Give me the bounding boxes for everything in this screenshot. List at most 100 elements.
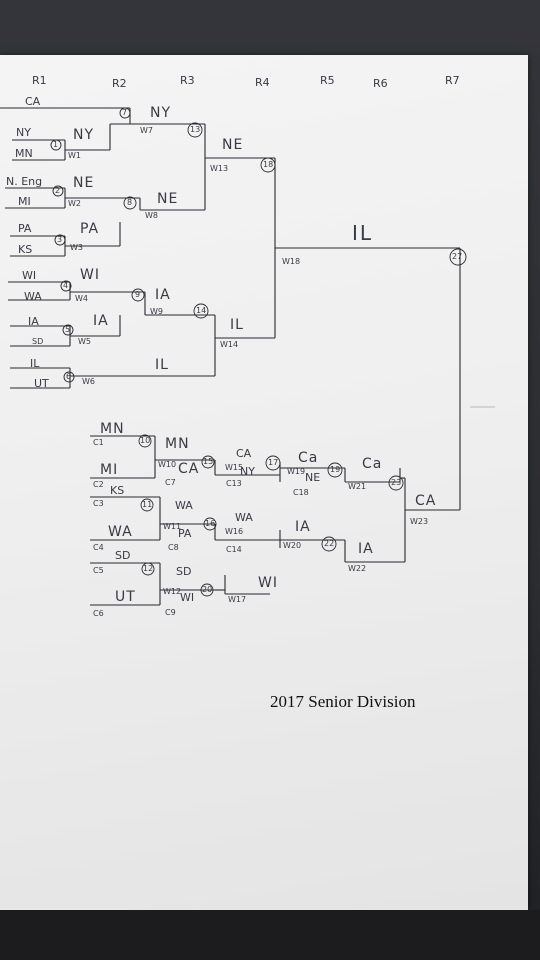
r4-winner: NE (222, 137, 244, 153)
consolation-winner-code: W12 (163, 587, 182, 596)
r1-team: WA (24, 290, 42, 303)
game-number: 20 (202, 585, 213, 594)
r2-winner: PA (80, 221, 100, 237)
consolation-team: SD (115, 549, 131, 562)
consolation-team: MN (100, 421, 125, 437)
consolation-team: UT (115, 589, 136, 605)
round-header: R3 (180, 74, 195, 87)
winner-code: W1 (68, 151, 81, 160)
r1-team: NY (16, 126, 31, 139)
r3-winner: IA (155, 287, 171, 303)
r2-winner: NE (73, 175, 95, 191)
consolation-team: IA (295, 519, 311, 535)
winner-code: W2 (68, 199, 81, 208)
consolation-winner-code: W20 (283, 541, 302, 550)
consolation-team: IA (358, 541, 374, 557)
consolation-team: MI (100, 462, 119, 478)
consolation-code: C9 (165, 608, 176, 617)
r1-team: IL (30, 357, 40, 370)
winner-code: W8 (145, 211, 158, 220)
game-number: 27 (452, 252, 463, 261)
consolation-team: CA (415, 493, 437, 509)
round-header: R5 (320, 74, 335, 87)
round-header: R6 (373, 77, 388, 90)
consolation-team: WI (180, 591, 195, 604)
consolation-winner-code: W19 (287, 467, 306, 476)
round-header: R2 (112, 77, 127, 90)
game-number: 19 (330, 465, 341, 474)
consolation-team: PA (178, 527, 192, 540)
game-number: 4 (63, 281, 69, 290)
consolation-code: C6 (93, 609, 104, 618)
winner-code: W5 (78, 337, 91, 346)
winner-code: W14 (220, 340, 239, 349)
consolation-team: SD (176, 565, 192, 578)
game-number: 6 (66, 372, 72, 381)
division-title: 2017 Senior Division (270, 692, 416, 711)
game-number: 15 (203, 457, 214, 466)
round-header: R7 (445, 74, 460, 87)
round-header: R1 (32, 74, 47, 87)
game-number: 7 (122, 108, 128, 117)
game-number: 10 (140, 436, 151, 445)
winner-code: W6 (82, 377, 95, 386)
game-number: 12 (143, 564, 154, 573)
consolation-winner-code: W10 (158, 460, 177, 469)
floor-shadow (0, 910, 540, 960)
r1-team: KS (18, 243, 33, 256)
consolation-winner-code: W17 (228, 595, 247, 604)
r4-winner: IL (230, 317, 244, 333)
game-number: 13 (190, 125, 201, 134)
r1-team: PA (18, 222, 32, 235)
consolation-team: MN (165, 436, 190, 452)
consolation-code: C14 (226, 545, 242, 554)
consolation-code: C3 (93, 499, 104, 508)
r1-team: SD (32, 337, 44, 346)
r1-team: CA (25, 95, 41, 108)
consolation-team: Ca (298, 450, 319, 466)
r1-team: WI (22, 269, 37, 282)
winner-code: W9 (150, 307, 163, 316)
consolation-team: CA (236, 447, 252, 460)
consolation-code: C4 (93, 543, 104, 552)
game-number: 11 (142, 500, 153, 509)
winner-code: W7 (140, 126, 153, 135)
winner-code: W3 (70, 243, 83, 252)
consolation-code: C7 (165, 478, 176, 487)
consolation-team: KS (110, 484, 125, 497)
r2-winner: IA (93, 313, 109, 329)
r3-winner: NY (150, 105, 172, 121)
champion: IL (352, 221, 374, 245)
game-number: 3 (57, 235, 63, 244)
consolation-code: C8 (168, 543, 179, 552)
consolation-team: NY (240, 465, 255, 478)
r1-team: MI (18, 195, 31, 208)
consolation-team: WA (175, 499, 193, 512)
r1-team: IA (28, 315, 39, 328)
consolation-winner-code: W15 (225, 463, 244, 472)
consolation-winner-code: W16 (225, 527, 244, 536)
game-number: 5 (65, 325, 71, 334)
r2-winner: NY (73, 127, 95, 143)
winner-code: W18 (282, 257, 301, 266)
consolation-code: C5 (93, 566, 104, 575)
consolation-code: C1 (93, 438, 104, 447)
r1-team: N. Eng (6, 175, 43, 188)
consolation-team: WA (235, 511, 253, 524)
winner-code: W4 (75, 294, 88, 303)
r1-team: MN (15, 147, 33, 160)
game-number: 16 (205, 519, 216, 528)
game-number: 8 (127, 198, 133, 207)
r2-winner: WI (80, 267, 100, 283)
r1-team: UT (34, 377, 49, 390)
round-header: R4 (255, 76, 270, 89)
consolation-code: C13 (226, 479, 242, 488)
consolation-winner-code: W23 (410, 517, 429, 526)
consolation-winner-code: W11 (163, 522, 182, 531)
consolation-team: WI (258, 575, 278, 591)
consolation-code: C2 (93, 480, 104, 489)
consolation-team: Ca (362, 456, 383, 472)
consolation-winner-code: W22 (348, 564, 367, 573)
game-number: 18 (263, 160, 274, 169)
